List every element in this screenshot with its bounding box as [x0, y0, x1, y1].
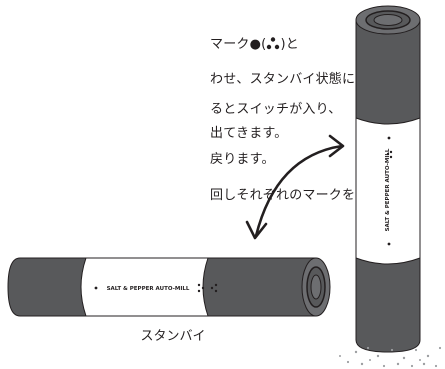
standby-three-dot-mark-icon — [197, 283, 205, 293]
upright-mill: SALT & PEPPER AUTO-MILL — [355, 5, 421, 353]
mark-symbol: ●( — [249, 37, 267, 52]
upright-mill-label: SALT & PEPPER AUTO-MILL — [385, 148, 391, 231]
standby-dot-left — [94, 286, 98, 290]
falling-grains-icon — [339, 346, 442, 368]
upright-dot-top — [387, 136, 391, 140]
instruction-line-1: マーク●( )と — [210, 36, 299, 53]
standby-caption: スタンバイ — [140, 329, 206, 344]
standby-cap-three-dot-mark-icon — [210, 283, 218, 293]
three-dot-mark-icon — [267, 37, 280, 50]
mark-suffix: )と — [280, 37, 299, 52]
instruction-line-4: 出てきます。 — [210, 126, 288, 141]
curved-double-arrow-icon — [245, 134, 345, 240]
standby-mill: SALT & PEPPER AUTO-MILL — [7, 257, 331, 317]
mark-prefix: マーク — [210, 37, 250, 52]
standby-mill-label: SALT & PEPPER AUTO-MILL — [107, 286, 190, 292]
instruction-line-3: るとスイッチが入り、 — [210, 102, 342, 117]
upright-dot-bottom — [387, 242, 391, 246]
instruction-line-5: 戻ります。 — [210, 152, 275, 167]
instruction-line-6: 回しそれぞれのマークを — [210, 188, 356, 203]
upright-three-dot-mark-icon — [386, 150, 393, 159]
